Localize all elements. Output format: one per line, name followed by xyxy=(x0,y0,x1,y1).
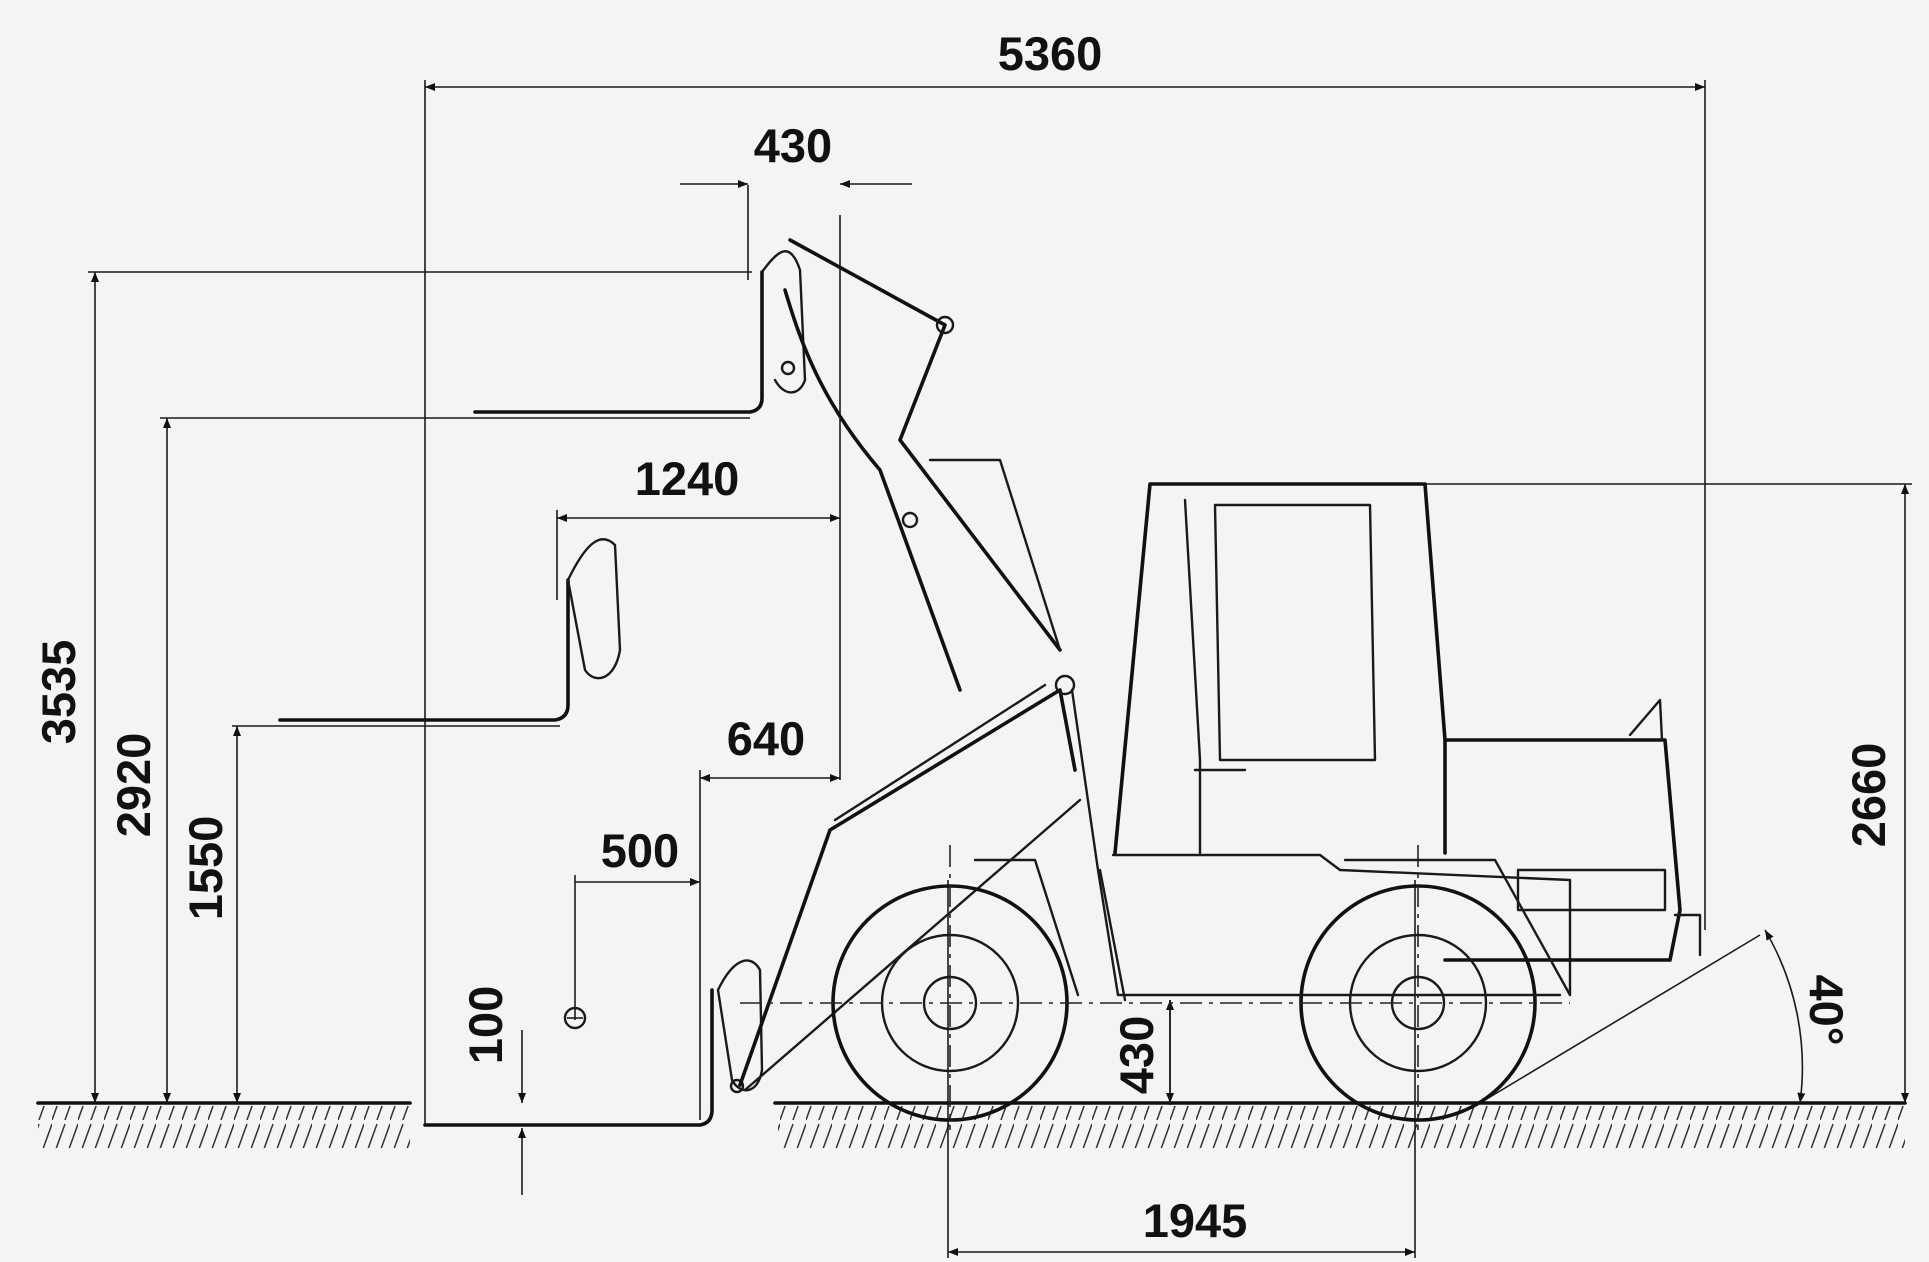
dim-430-top: 430 xyxy=(754,119,832,172)
dim-640: 640 xyxy=(727,712,805,765)
dim-430-clearance: 430 xyxy=(1110,1016,1163,1094)
extension-lines xyxy=(88,80,1912,1258)
fork-top xyxy=(473,250,807,414)
load-center-marker xyxy=(563,1006,587,1030)
dim-5360: 5360 xyxy=(998,27,1103,80)
fork-bottom xyxy=(423,959,764,1127)
dim-500: 500 xyxy=(601,824,679,877)
center-lines xyxy=(740,845,1570,1130)
dim-2660: 2660 xyxy=(1842,743,1895,848)
dim-1550: 1550 xyxy=(179,816,232,921)
rear-wheel xyxy=(1299,884,1537,1122)
dim-2920: 2920 xyxy=(107,733,160,838)
dim-1945: 1945 xyxy=(1143,1194,1248,1247)
dim-100: 100 xyxy=(459,986,512,1064)
dim-1240: 1240 xyxy=(635,452,740,505)
fork-middle xyxy=(278,538,622,722)
dim-3535: 3535 xyxy=(32,640,85,745)
machine-body xyxy=(1070,688,1572,1002)
loader-arm-raised xyxy=(780,238,1062,692)
cab xyxy=(1113,482,1447,855)
ground xyxy=(36,1101,1907,1148)
wheel-arches xyxy=(973,858,1572,997)
dimension-lines xyxy=(91,83,1909,1256)
engine-cover xyxy=(1443,698,1702,962)
dim-angle-40: 40° xyxy=(1800,974,1853,1045)
